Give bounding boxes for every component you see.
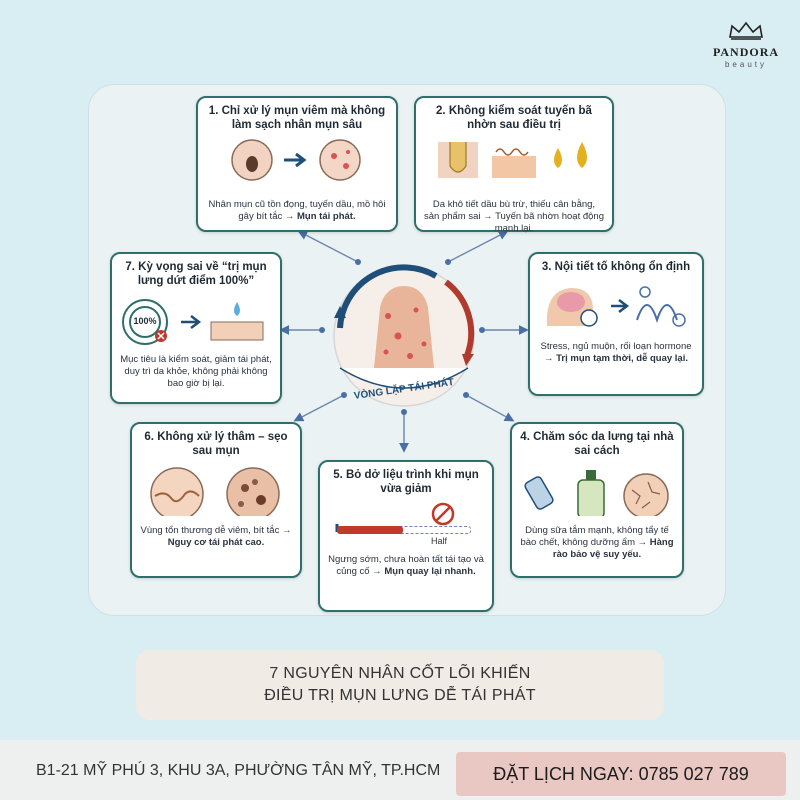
cause-7-desc: Mục tiêu là kiểm soát, giảm tái phát, du…: [120, 354, 272, 389]
brand-logo: PANDORA beauty: [708, 20, 784, 80]
cause-card-1: 1. Chỉ xử lý mụn viêm mà không làm sạch …: [196, 96, 398, 232]
cause-4-desc: Dùng sữa tắm mạnh, không tẩy tế bào chết…: [520, 525, 669, 548]
cause-card-3: 3. Nội tiết tố không ổn định Stress, ngủ…: [528, 252, 704, 396]
cause-card-2: 2. Không kiểm soát tuyến bã nhờn sau điề…: [414, 96, 614, 234]
relapse-cycle: [333, 264, 475, 407]
comedone-clearing-icon: [231, 139, 361, 181]
cause-6-desc: Vùng tổn thương dễ viêm, bít tắc: [140, 525, 280, 536]
cause-6-outcome: → Nguy cơ tái phát cao.: [167, 525, 292, 548]
cause-card-4: 4. Chăm sóc da lưng tại nhà sai cách Dùn…: [510, 422, 684, 578]
body-care-products-icon: [524, 470, 669, 519]
treatment-progress: Half: [331, 502, 481, 550]
target-label: 100%: [133, 316, 157, 326]
cause-4-outcome: → Hàng rào bảo vệ suy yếu.: [552, 537, 674, 560]
cause-card-7: 7. Kỳ vọng sai về “trị mụn lưng dứt điểm…: [110, 252, 282, 404]
crown-icon: [729, 21, 763, 40]
cause-1-title: 1. Chỉ xử lý mụn viêm mà không làm sạch …: [208, 105, 386, 131]
cause-card-6: 6. Không xử lý thâm – sẹo sau mụn Vùng t…: [130, 422, 302, 578]
cause-7-title: 7. Kỳ vọng sai về “trị mụn lưng dứt điểm…: [125, 261, 267, 287]
address-text: B1-21 MỸ PHÚ 3, KHU 3A, PHƯỜNG TÂN MỸ, T…: [36, 762, 441, 779]
tagline-box: 7 NGUYÊN NHÂN CỐT LÕI KHIẾN ĐIỀU TRỊ MỤN…: [136, 650, 664, 720]
cause-4-title: 4. Chăm sóc da lưng tại nhà sai cách: [520, 431, 674, 457]
tagline-line-2: ĐIỀU TRỊ MỤN LƯNG DỄ TÁI PHÁT: [264, 687, 536, 704]
progress-label: Half: [431, 536, 448, 546]
cause-3-outcome: Trị mụn tạm thời, dễ quay lại.: [556, 353, 688, 364]
sebaceous-gland-icon: [438, 142, 587, 178]
scar-skin-icon: [150, 467, 280, 521]
brand-name: PANDORA: [712, 45, 780, 59]
cause-2-desc: Da khô tiết dầu bù trừ, thiếu cân bằng, …: [424, 199, 604, 234]
cause-6-title: 6. Không xử lý thâm – sẹo sau mụn: [144, 431, 288, 457]
cause-card-5: 5. Bỏ dở liệu trình khi mụn vừa giảm Hal…: [318, 460, 494, 612]
target-icon-group: 100%: [121, 294, 271, 350]
cause-5-outcome: → Mụn quay lại nhanh.: [372, 566, 476, 577]
cause-1-desc: Nhân mụn cũ tồn đọng, tuyến dầu, mồ hôi …: [208, 199, 386, 222]
hormone-icon: [546, 286, 686, 327]
cause-2-title: 2. Không kiểm soát tuyến bã nhờn sau điề…: [436, 105, 592, 131]
cause-3-desc: Stress, ngủ muộn, rối loạn hormone →: [540, 341, 692, 364]
booking-hotline-button[interactable]: ĐẶT LỊCH NGAY: 0785 027 789: [456, 752, 786, 796]
progress-fill: [337, 526, 403, 534]
stop-icon: [335, 502, 455, 532]
cause-5-title: 5. Bỏ dở liệu trình khi mụn vừa giảm: [333, 469, 479, 495]
cause-3-title: 3. Nội tiết tố không ổn định: [541, 261, 691, 273]
cause-5-desc: Ngưng sớm, chưa hoàn tất tái tạo và củng…: [328, 554, 484, 577]
cause-1-outcome: Mụn tái phát.: [297, 211, 356, 222]
brand-sub: beauty: [724, 60, 768, 69]
tagline-line-1: 7 NGUYÊN NHÂN CỐT LÕI KHIẾN: [269, 665, 531, 682]
target-icon: [122, 299, 264, 345]
